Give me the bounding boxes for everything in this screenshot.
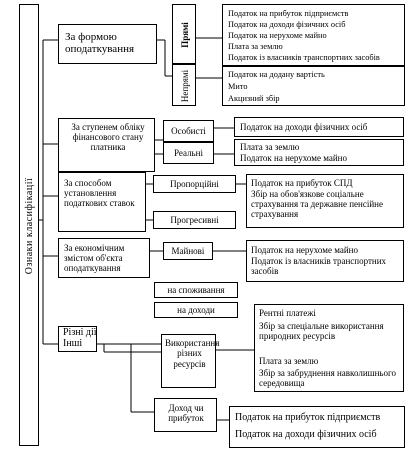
sub-label: Прогресивні (170, 215, 219, 225)
group-label: За економічним змістом об'єкта оподаткув… (64, 243, 125, 274)
sub-personal: Особисті (163, 120, 214, 142)
sub-label: Прямі (180, 22, 190, 48)
item: Збір за спеціальне використання природни… (259, 321, 384, 342)
sub-progressive: Прогресивні (153, 211, 236, 229)
sub-label: Реальні (174, 148, 203, 158)
items-resource-use: Рентні платежі Збір за спеціальне викори… (254, 304, 404, 392)
items-personal: Податок на доходи фізичних осіб (234, 117, 404, 137)
group-rate-method: За способом установлення податкових став… (58, 172, 146, 232)
sub-resource-use: Використання різних ресурсів (161, 334, 220, 388)
sub-label: Непрямі (180, 69, 190, 103)
item: Податок на прибуток підприємств (228, 9, 349, 18)
item: Збір на обов'язкове соціальне страхуванн… (251, 189, 383, 220)
items-real: Плата за землю Податок на нерухоме майно (234, 139, 404, 166)
sub-income-profit: Доход чи прибуток (154, 398, 217, 432)
item: Мито (228, 82, 248, 91)
item: Рентні платежі (259, 308, 316, 318)
sub-label: Майнові (171, 246, 205, 256)
sub-property: Майнові (163, 242, 213, 260)
sub-label: Особисті (171, 126, 206, 136)
item: Акцизний збір (228, 94, 280, 103)
root-label: Ознаки класифікації (24, 177, 35, 275)
group-economic-content: За економічним змістом об'єкта оподаткув… (58, 238, 150, 278)
sub-direct: Прямі (172, 4, 196, 64)
item: Податок на нерухоме майно (240, 153, 347, 163)
items-direct: Податок на прибуток підприємств Податок … (222, 4, 405, 66)
sub-label: на споживання (167, 285, 225, 295)
group-label: За формою оподаткування (65, 31, 135, 56)
item: Податок на нерухоме майно (228, 31, 327, 40)
group-label: За способом установлення податкових став… (64, 178, 135, 209)
group-financial-state: За ступенем обліку фінансового стану пла… (58, 118, 155, 172)
item: Податок на доходи фізичних осіб (240, 122, 368, 132)
item: Плата за землю (259, 356, 319, 366)
item: Збір за забруднення навколишнього середо… (259, 368, 396, 389)
items-property: Податок на нерухоме майно Податок із вла… (246, 240, 404, 282)
item: Податок із власників транспортних засобі… (228, 53, 380, 62)
sub-label: на доходи (177, 305, 215, 315)
sub-label: Пропорційні (170, 179, 219, 189)
items-income-profit: Податок на прибуток підприємств Податок … (229, 406, 405, 448)
sub-label: Доход чи прибуток (168, 403, 204, 424)
items-proportional: Податок на прибуток СПД Збір на обов'язк… (246, 174, 404, 228)
sub-real: Реальні (163, 142, 214, 164)
item: Податок із власників транспортних засобі… (251, 256, 387, 277)
item: Податок на доходи фізичних осіб (235, 429, 377, 440)
root-classification-box: Ознаки класифікації (19, 4, 39, 446)
sub-income: на доходи (154, 302, 238, 318)
item: Податок на прибуток СПД (251, 178, 353, 188)
item: Податок на доходи фізичних осіб (228, 20, 346, 29)
items-indirect: Податок на додану вартість Мито Акцизний… (222, 66, 405, 106)
item: Плата за землю (228, 42, 283, 51)
sub-indirect: Непрямі (172, 64, 196, 106)
group-tax-form: За формою оподаткування (58, 24, 157, 64)
group-label: Різні дії Інші (63, 327, 97, 349)
item: Податок на нерухоме майно (251, 245, 358, 255)
group-label: За ступенем обліку фінансового стану пла… (71, 122, 145, 153)
sub-consumption: на споживання (154, 282, 238, 298)
item: Податок на прибуток підприємств (235, 412, 381, 423)
group-other: Різні дії Інші (58, 326, 97, 352)
item: Плата за землю (240, 142, 300, 152)
sub-label: Використання різних ресурсів (165, 338, 220, 369)
item: Податок на додану вартість (228, 70, 325, 79)
sub-proportional: Пропорційні (153, 175, 236, 193)
